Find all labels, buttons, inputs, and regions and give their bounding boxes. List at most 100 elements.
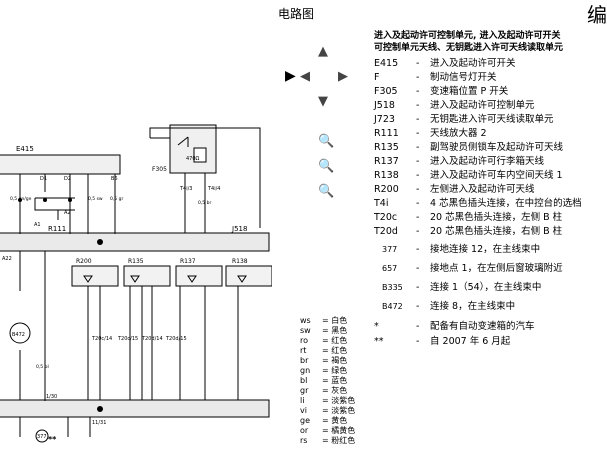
legend-code: T20d xyxy=(374,226,398,237)
legend-desc: 连接 1（54），在主线束中 xyxy=(430,282,542,293)
nav-down-icon[interactable]: ▼ xyxy=(318,94,328,109)
legend-dash: - xyxy=(416,321,420,332)
legend-row: E415-进入及起动许可开关 xyxy=(374,55,516,69)
pin-t20d-14: T20d/14 xyxy=(141,336,163,342)
legend-desc: 变速箱位置 P 开关 xyxy=(430,86,509,97)
color-name: 红色 xyxy=(331,336,348,345)
legend-row: B335-连接 1（54），在主线束中 xyxy=(374,279,541,293)
antenna-label-4: R138 xyxy=(232,258,248,265)
zoom-in-icon[interactable]: 🔍 xyxy=(318,134,335,149)
legend-desc: 制动信号灯开关 xyxy=(430,72,497,83)
color-code: br xyxy=(300,356,309,365)
legend-code: R137 xyxy=(374,156,399,167)
wire-label-3: 0,5 gr xyxy=(110,196,123,202)
pin-d1: D1 xyxy=(40,176,47,182)
wire-label-1: 0,5 gn/ge xyxy=(10,196,32,202)
color-legend-row: gr = 灰色 xyxy=(300,386,347,395)
color-name: 黄色 xyxy=(331,416,348,425)
color-code: gn xyxy=(300,366,311,375)
legend-dash: - xyxy=(416,58,420,69)
legend-dash: - xyxy=(416,114,420,125)
pin-d2: D2 xyxy=(64,176,71,182)
color-code: li xyxy=(300,396,305,405)
color-code: or xyxy=(300,426,309,435)
legend-code: R111 xyxy=(374,128,399,139)
color-legend-row: vi = 淡紫色 xyxy=(300,406,355,415)
color-code: vi xyxy=(300,406,307,415)
legend-row: R138-进入及起动许可车内空间天线 1 xyxy=(374,167,563,181)
color-code: bl xyxy=(300,376,308,385)
color-equals: = xyxy=(322,376,332,385)
page-corner-label: 编 xyxy=(587,3,607,27)
nav-left-icon[interactable]: ◀ xyxy=(300,69,310,84)
color-equals: = xyxy=(322,356,332,365)
legend-dash: - xyxy=(416,128,420,139)
legend-code: B335 xyxy=(382,283,403,292)
color-name: 红色 xyxy=(331,346,348,355)
legend-dash: - xyxy=(416,336,420,347)
legend-code: R200 xyxy=(374,184,399,195)
color-code: rt xyxy=(300,346,307,355)
legend-dash: - xyxy=(416,301,420,312)
color-legend-row: rs= 粉红色 xyxy=(300,436,355,445)
antenna-label-2: R135 xyxy=(128,258,144,265)
color-code: rs xyxy=(300,436,308,445)
legend-row: R137 -进入及起动许可行李箱天线 xyxy=(374,153,544,167)
color-equals: = xyxy=(322,406,332,415)
color-equals: = xyxy=(322,396,332,405)
color-equals: = xyxy=(322,436,332,445)
color-name: 淡紫色 xyxy=(331,406,356,415)
antenna-label-3: R137 xyxy=(180,258,196,265)
legend-dash: - xyxy=(416,156,420,167)
color-name: 绿色 xyxy=(331,366,348,375)
f305-resistor-value: 470Ω xyxy=(186,156,200,162)
e415-label: E415 xyxy=(16,145,34,153)
legend-code: J518 xyxy=(374,100,395,111)
legend-row: T20d-20 芯黑色插头连接，右侧 B 柱 xyxy=(374,223,562,237)
legend-code: E415 xyxy=(374,58,399,69)
legend-code: * xyxy=(374,321,379,332)
f305-label: F305 xyxy=(152,166,167,173)
color-equals: = xyxy=(322,426,332,435)
circuit-diagram: E415 R111 F305 470Ω J518 B472 377 T4i/3 … xyxy=(0,124,272,444)
color-name: 灰色 xyxy=(331,386,348,395)
page-prev-arrow-icon[interactable]: ▶ xyxy=(285,68,296,84)
color-legend-row: or= 橘黄色 xyxy=(300,426,355,435)
legend-desc: 左侧进入及起动许可天线 xyxy=(430,184,535,195)
legend-dash: - xyxy=(416,142,420,153)
nav-right-icon[interactable]: ▶ xyxy=(338,69,348,84)
legend-dash: - xyxy=(416,86,420,97)
color-equals: = xyxy=(322,386,332,395)
legend-desc: 进入及起动许可车内空间天线 1 xyxy=(430,170,563,181)
zoom-fit-icon[interactable]: 🔍 xyxy=(318,159,335,174)
legend-row: 377-接地连接 12，在主线束中 xyxy=(374,241,540,255)
page-title: 电路图 xyxy=(278,7,315,21)
pin-11-31: 11/31 xyxy=(92,420,106,426)
color-code: gr xyxy=(300,386,309,395)
wire-label-5: 0,5 bl xyxy=(36,364,49,370)
legend-dash: - xyxy=(416,72,420,83)
color-equals: = xyxy=(322,316,332,325)
antenna-label-1: R200 xyxy=(76,258,92,265)
legend-dash: - xyxy=(416,244,420,255)
legend-dash: - xyxy=(416,226,420,237)
legend-dash: - xyxy=(416,212,420,223)
legend-dash: - xyxy=(416,263,420,274)
legend-code: R135 xyxy=(374,142,399,153)
legend-row: **-自 2007 年 6 月起 xyxy=(374,333,510,347)
color-equals: = xyxy=(322,416,332,425)
pin-t20d-15: T20d/15 xyxy=(165,336,187,342)
color-name: 淡紫色 xyxy=(331,396,356,405)
wire-label-4: 0,5 br xyxy=(198,200,211,206)
color-code: sw xyxy=(300,326,311,335)
zoom-out-icon[interactable]: 🔍 xyxy=(318,184,335,199)
nav-up-icon[interactable]: ▲ xyxy=(318,44,328,59)
j518-label: J518 xyxy=(231,225,247,233)
color-code: ge xyxy=(300,416,310,425)
legend-row: F-制动信号灯开关 xyxy=(374,69,497,83)
legend-desc: 进入及起动许可行李箱天线 xyxy=(430,156,545,167)
legend-code: F305 xyxy=(374,86,398,97)
color-name: 白色 xyxy=(331,316,348,325)
legend-desc: 接地连接 12，在主线束中 xyxy=(430,244,541,255)
